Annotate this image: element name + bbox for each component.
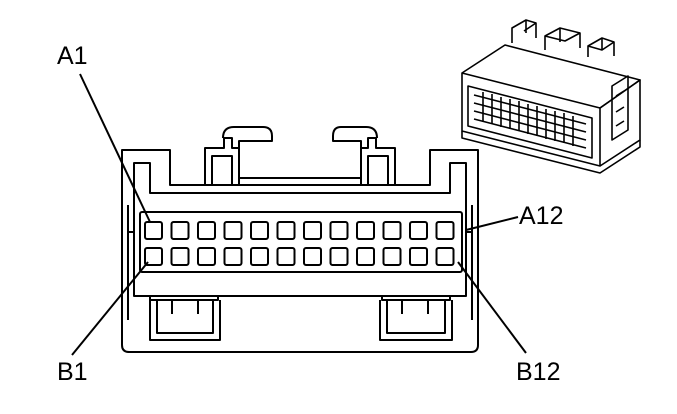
pin-cavity [223,221,243,240]
pin-cavity [223,247,243,266]
pin-label-b1: B1 [57,358,88,386]
pin-cavity [329,247,349,266]
pin-cavity [276,247,296,266]
pin-cavity [250,221,269,240]
pin-cavity [382,247,402,266]
connector-inner-wall [133,162,467,297]
pin-cavity [303,221,322,240]
pin-cavity [356,247,375,266]
pin-cavity [303,247,322,266]
pin-cavity [329,221,349,240]
pin-cavity [435,247,455,266]
pin-cavity [382,221,402,240]
left-latch-slot [149,296,219,301]
pin-cavity [356,221,375,240]
pin-cavity [197,221,216,240]
pin-cavity [409,221,428,240]
connector-body-outline [121,149,479,353]
pin-cavity [170,221,190,240]
b12-leader-line [457,261,527,354]
pin-label-a1: A1 [57,42,88,70]
pin-cavity [144,221,163,240]
connector-isometric-view [461,19,641,174]
right-lock-tower [332,126,378,185]
pin-cavity [170,247,190,266]
pin-label-a12: A12 [519,202,564,230]
pin-label-b12: B12 [516,358,561,386]
cavity-group [144,221,455,266]
a1-leader-line [79,73,151,223]
pin-cavity [409,247,428,266]
pin-cavity [435,221,455,240]
pin-cavity [250,247,269,266]
left-lock-tower [222,126,273,185]
pin-cavity [276,221,296,240]
right-latch-slot [381,296,451,301]
b1-leader-line [71,261,149,356]
cavity-frame [139,211,463,273]
connector-face [121,126,479,353]
pin-cavity [144,247,163,266]
a12-leader-line [465,216,519,231]
pin-cavity [197,247,216,266]
